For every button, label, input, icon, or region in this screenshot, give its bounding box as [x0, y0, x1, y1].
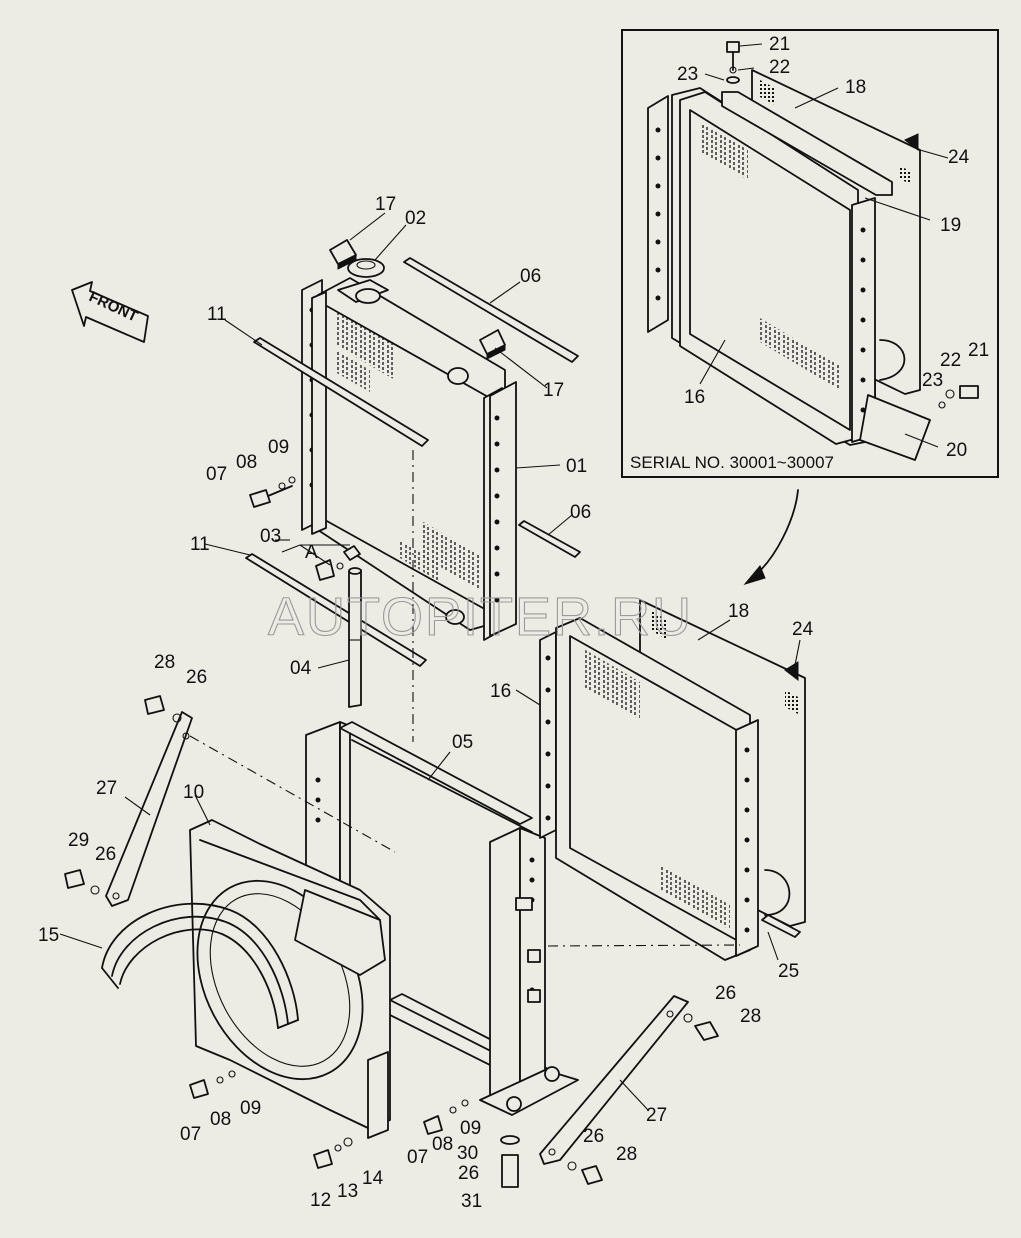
callout-30: 30	[457, 1143, 478, 1164]
callout-07-right: 07	[407, 1147, 428, 1168]
callout-29: 29	[68, 830, 89, 851]
front-direction-arrow: FRONT	[71, 281, 149, 343]
callout-25: 25	[778, 961, 799, 982]
inset-callout-arrow	[751, 489, 799, 579]
callout-02: 02	[405, 208, 426, 229]
callout-19: 19	[940, 215, 961, 236]
fasteners	[64, 695, 719, 1188]
callout-04: 04	[290, 658, 312, 679]
inset-wing-bolt-24	[904, 133, 919, 152]
leader-lines	[59, 43, 949, 1111]
oil-cooler-assembly	[539, 599, 806, 961]
callout-21-side: 21	[968, 340, 989, 361]
callout-11-upper: 11	[207, 304, 227, 325]
callout-06-upper: 06	[520, 266, 541, 287]
inset-serial-variant	[621, 29, 999, 478]
inset-bolt-21	[726, 41, 740, 53]
callout-27-right: 27	[646, 1105, 667, 1126]
radiator-assembly	[245, 239, 581, 742]
watermark: AUTOPITER.RU	[268, 587, 693, 647]
callout-26-top-left: 26	[186, 667, 207, 688]
inset-top-rail	[721, 91, 893, 196]
callout-01: 01	[566, 456, 587, 477]
fan-shroud-10	[189, 819, 391, 1139]
callout-21-top: 21	[769, 34, 790, 55]
callout-09-left: 09	[240, 1098, 261, 1119]
seal-strip-06-lower	[518, 520, 581, 558]
seal-strip-06-upper	[403, 257, 579, 363]
callout-07-upper: 07	[206, 464, 227, 485]
callout-12: 12	[310, 1190, 331, 1211]
callout-26-bottom-right: 26	[583, 1126, 604, 1147]
callout-23-top: 23	[677, 64, 698, 85]
detail-marker-a: A	[305, 542, 318, 563]
callout-18-inset: 18	[845, 77, 866, 98]
callout-20: 20	[946, 440, 967, 461]
callout-08-left: 08	[210, 1109, 231, 1130]
callout-28-right: 28	[740, 1006, 761, 1027]
callout-09-upper: 09	[268, 437, 289, 458]
callout-labels: 01 02 03 04 05 06 06 07 07 07 08 08 08 0…	[38, 34, 989, 1212]
callout-18-main: 18	[728, 601, 749, 622]
callout-15: 15	[38, 925, 59, 946]
callout-24-main: 24	[792, 619, 814, 640]
stay-27-right	[539, 995, 689, 1165]
callout-22-side: 22	[940, 350, 961, 371]
seal-strip-11-lower	[245, 553, 427, 667]
callout-31: 31	[461, 1191, 482, 1212]
callout-22-top: 22	[769, 57, 790, 78]
callout-11-lower: 11	[190, 534, 210, 555]
callout-08-upper: 08	[236, 452, 257, 473]
callout-17-side: 17	[543, 380, 564, 401]
seal-strip-11-upper	[253, 337, 429, 447]
callout-07-left: 07	[180, 1124, 201, 1145]
radiator-cap-02	[347, 258, 385, 278]
fan-ring-15	[101, 902, 299, 1029]
callout-06-lower: 06	[570, 502, 591, 523]
callout-09-right: 09	[460, 1118, 481, 1139]
callout-26-right: 26	[715, 983, 736, 1004]
callout-28-bottom-right: 28	[616, 1144, 637, 1165]
callout-05: 05	[452, 732, 473, 753]
stay-27-left	[105, 711, 193, 907]
callout-27-left: 27	[96, 778, 117, 799]
callout-17-top: 17	[375, 194, 396, 215]
callout-16-main: 16	[490, 681, 511, 702]
callout-26-mid-left: 26	[95, 844, 116, 865]
inset-frame	[621, 29, 999, 478]
serial-number-caption: SERIAL NO. 30001~30007	[630, 453, 834, 472]
callout-13: 13	[337, 1181, 358, 1202]
callout-14: 14	[362, 1168, 384, 1189]
callout-03: 03	[260, 526, 281, 547]
callout-16-inset: 16	[684, 387, 705, 408]
callout-26-bottom: 26	[458, 1163, 479, 1184]
callout-23-side: 23	[922, 370, 943, 391]
inset-bottom-bracket	[859, 394, 931, 461]
callout-10: 10	[183, 782, 204, 803]
callout-08-right: 08	[432, 1134, 453, 1155]
callout-24-inset: 24	[948, 147, 970, 168]
callout-28-top-left: 28	[154, 652, 175, 673]
